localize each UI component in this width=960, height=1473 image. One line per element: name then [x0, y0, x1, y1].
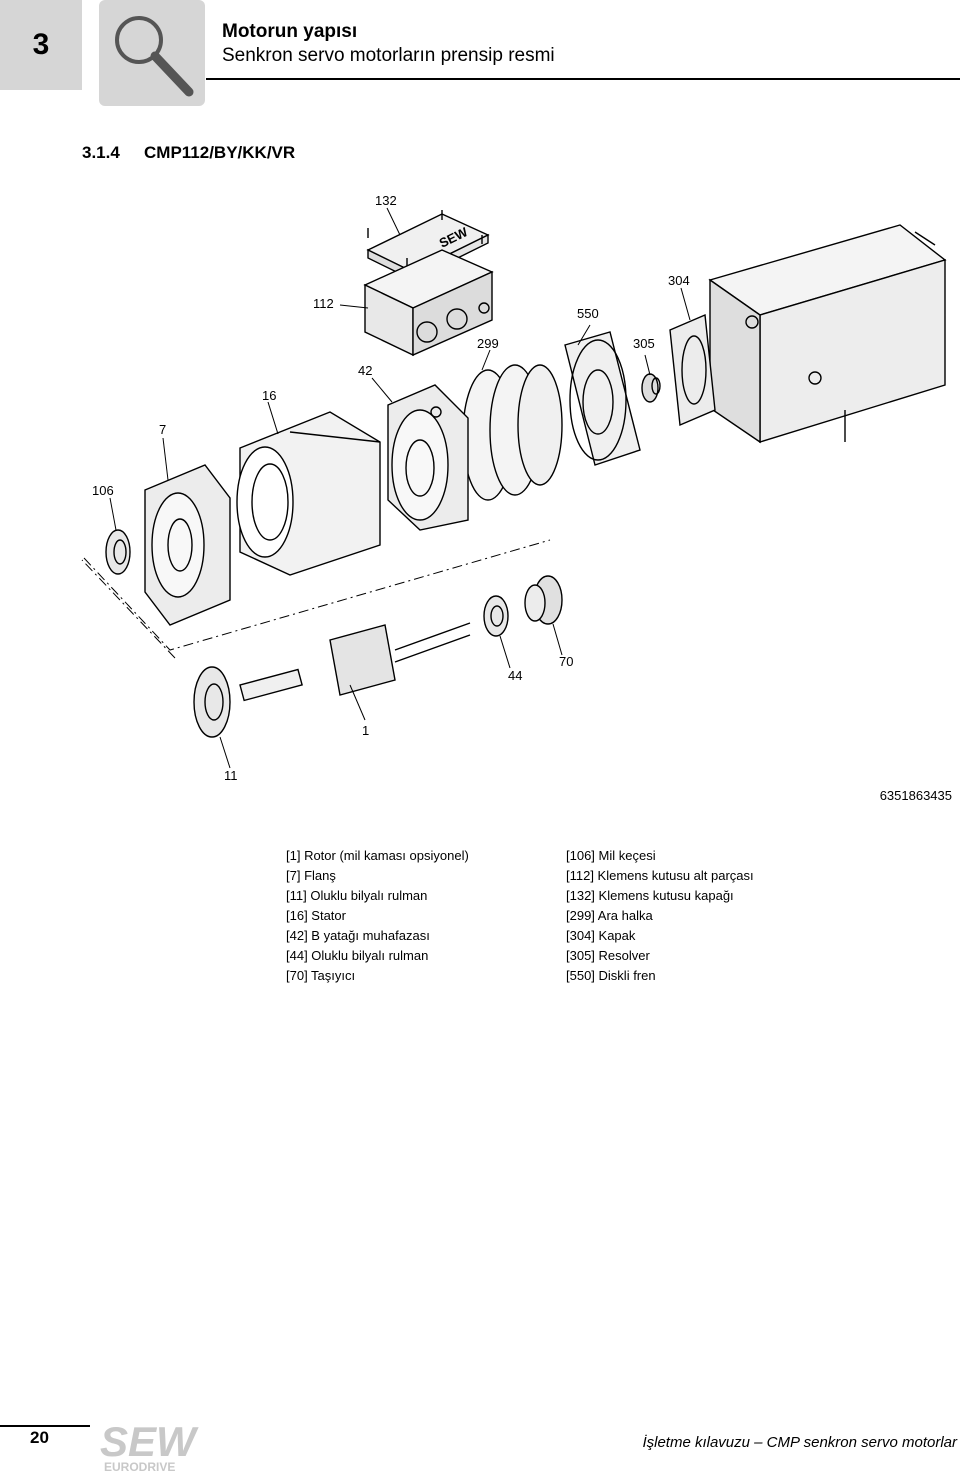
callout-1: 1	[362, 723, 369, 738]
motor-housing	[708, 224, 947, 444]
footer-divider	[0, 1425, 90, 1427]
page-number: 20	[30, 1428, 49, 1447]
legend-item: [42] B yatağı muhafazası	[286, 928, 430, 943]
legend-item: [44] Oluklu bilyalı rulman	[286, 948, 429, 963]
b-bearing-housing	[387, 384, 469, 531]
legend-item: [132] Klemens kutusu kapağı	[566, 888, 734, 903]
callout-16: 16	[262, 388, 276, 403]
stator	[236, 411, 381, 576]
legend-left: [1] Rotor (mil kaması opsiyonel) [7] Fla…	[286, 846, 469, 986]
terminal-box-lower	[363, 249, 494, 357]
callout-7: 7	[159, 422, 166, 437]
page-subtitle: Senkron servo motorların prensip resmi	[222, 45, 555, 66]
exploded-drawing: SEW	[81, 193, 947, 783]
drawing-id: 6351863435	[879, 788, 952, 803]
rotor	[239, 622, 471, 702]
callout-11: 11	[224, 768, 238, 783]
page-title: Motorun yapısı	[222, 21, 358, 42]
resolver	[641, 373, 661, 403]
carrier	[524, 575, 563, 625]
callout-70: 70	[559, 654, 573, 669]
legend-item: [305] Resolver	[566, 948, 650, 963]
callout-42: 42	[358, 363, 372, 378]
callout-132: 132	[375, 193, 397, 208]
logo-sew-text: SEW	[100, 1418, 199, 1465]
callout-305: 305	[633, 336, 655, 351]
legend-item: [112] Klemens kutusu alt parçası	[566, 868, 754, 883]
legend-item: [304] Kapak	[566, 928, 636, 943]
ball-bearing-44	[483, 595, 509, 637]
callout-550: 550	[577, 306, 599, 321]
shaft-seal	[105, 529, 131, 575]
flange	[144, 464, 231, 626]
header-divider	[206, 78, 960, 80]
legend-item: [7] Flanş	[286, 868, 336, 883]
legend-item: [550] Diskli fren	[566, 968, 656, 983]
legend-right: [106] Mil keçesi [112] Klemens kutusu al…	[566, 846, 754, 986]
legend-item: [299] Ara halka	[566, 908, 653, 923]
callout-299: 299	[477, 336, 499, 351]
section-number: 3.1.4	[82, 143, 120, 162]
cover-304	[669, 313, 716, 427]
callout-106: 106	[92, 483, 114, 498]
chapter-number: 3	[0, 0, 82, 90]
legend-item: [70] Taşıyıcı	[286, 968, 356, 983]
disc-brake	[564, 331, 641, 466]
section-title: CMP112/BY/KK/VR	[144, 143, 296, 162]
legend-item: [16] Stator	[286, 908, 346, 923]
section-heading: 3.1.4 CMP112/BY/KK/VR	[82, 143, 295, 163]
callout-44: 44	[508, 668, 522, 683]
legend-item: [1] Rotor (mil kaması opsiyonel)	[286, 848, 469, 863]
legend-item: [11] Oluklu bilyalı rulman	[286, 888, 428, 903]
sew-eurodrive-logo: SEW EURODRIVE	[100, 1418, 199, 1473]
magnifier-icon	[99, 0, 205, 106]
document-title: İşletme kılavuzu – CMP senkron servo mot…	[642, 1434, 957, 1451]
callout-112: 112	[313, 296, 334, 311]
legend-item: [106] Mil keçesi	[566, 848, 656, 863]
callout-304: 304	[668, 273, 690, 288]
logo-eurodrive-text: EURODRIVE	[104, 1460, 175, 1473]
intermediate-ring	[462, 364, 563, 501]
ball-bearing-11	[193, 666, 231, 738]
